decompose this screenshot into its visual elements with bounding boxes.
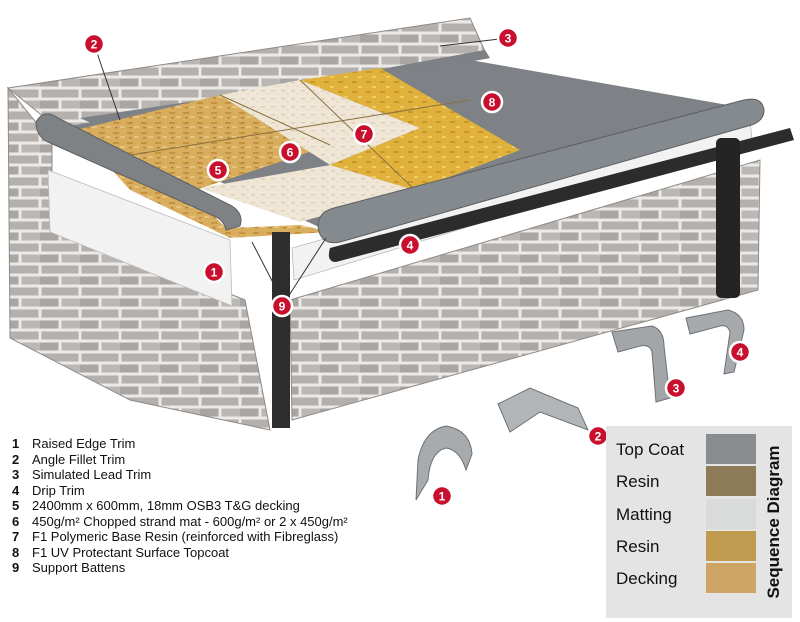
- batten-leader: [285, 237, 327, 301]
- svg-text:4: 4: [407, 239, 414, 253]
- matting-layer-front: [200, 165, 415, 222]
- leader-line: [93, 43, 121, 121]
- callout-badge-9: 9: [270, 294, 294, 318]
- swatch-resin: [706, 466, 756, 496]
- front-wall: [289, 159, 761, 421]
- downpipe: [716, 138, 740, 298]
- svg-text:5: 5: [215, 164, 222, 178]
- sequence-label-resin: Resin: [616, 537, 660, 556]
- callout-badge-4: 4: [398, 233, 422, 257]
- sequence-diagram-panel: Top Coat Resin Matting Resin Decking Seq…: [606, 426, 792, 618]
- swatch-resin: [706, 531, 756, 561]
- sequence-label-top-coat: Top Coat: [616, 440, 685, 459]
- callout-badge-8: 8: [480, 90, 504, 114]
- trim-callout-badge-4: 4: [728, 340, 752, 364]
- trim-callout-badge-2: 2: [586, 424, 610, 448]
- gutter: [328, 128, 794, 262]
- trim-callout-badge-3: 3: [664, 376, 688, 400]
- callout-badge-3: 3: [496, 26, 520, 50]
- trim-callout-badge-1: 1: [430, 484, 454, 508]
- svg-text:2: 2: [595, 430, 602, 444]
- resin-layer: [300, 68, 520, 150]
- callout-badge-6: 6: [278, 140, 302, 164]
- svg-text:7: 7: [361, 128, 368, 142]
- left-fascia-board: [47, 169, 233, 307]
- osb-decking-layer: [76, 95, 330, 228]
- svg-text:6: 6: [287, 146, 294, 160]
- svg-text:3: 3: [505, 32, 512, 46]
- trim-profile-simulated-lead: [611, 325, 671, 403]
- swatch-decking: [706, 563, 756, 593]
- callout-badge-2: 2: [82, 32, 106, 56]
- callout-badge-5: 5: [206, 158, 230, 182]
- trim-profile-angle-fillet: [497, 387, 589, 433]
- svg-text:3: 3: [673, 382, 680, 396]
- svg-text:2: 2: [91, 38, 98, 52]
- sequence-label-resin: Resin: [616, 472, 660, 491]
- support-batten: [272, 232, 290, 428]
- batten-leader: [251, 241, 283, 301]
- swatch-matting: [706, 499, 756, 529]
- swatch-top-coat: [706, 434, 756, 464]
- sequence-label-matting: Matting: [616, 505, 672, 524]
- sequence-label-decking: Decking: [616, 569, 678, 588]
- svg-text:8: 8: [489, 96, 496, 110]
- resin-layer-front: [330, 128, 520, 190]
- svg-text:1: 1: [439, 490, 446, 504]
- osb-decking-front: [130, 190, 330, 238]
- deck-seam: [219, 94, 331, 146]
- trim-profile-drip: [685, 309, 745, 375]
- svg-text:1: 1: [211, 266, 218, 280]
- callout-badge-7: 7: [352, 122, 376, 146]
- raised-edge-trim: [35, 113, 242, 231]
- callout-badges: 1 2 3 4 5 6 7 8 9 1 2 3 4: [82, 26, 752, 508]
- svg-text:4: 4: [737, 346, 744, 360]
- sequence-diagram-title: Sequence Diagram: [764, 445, 783, 599]
- matting-layer: [220, 80, 420, 165]
- leader-line: [439, 37, 509, 47]
- svg-text:9: 9: [279, 300, 286, 314]
- trim-profile-raised-edge: [415, 425, 473, 501]
- callout-badge-1: 1: [202, 260, 226, 284]
- drip-trim: [317, 98, 765, 244]
- deck-seam: [99, 99, 471, 161]
